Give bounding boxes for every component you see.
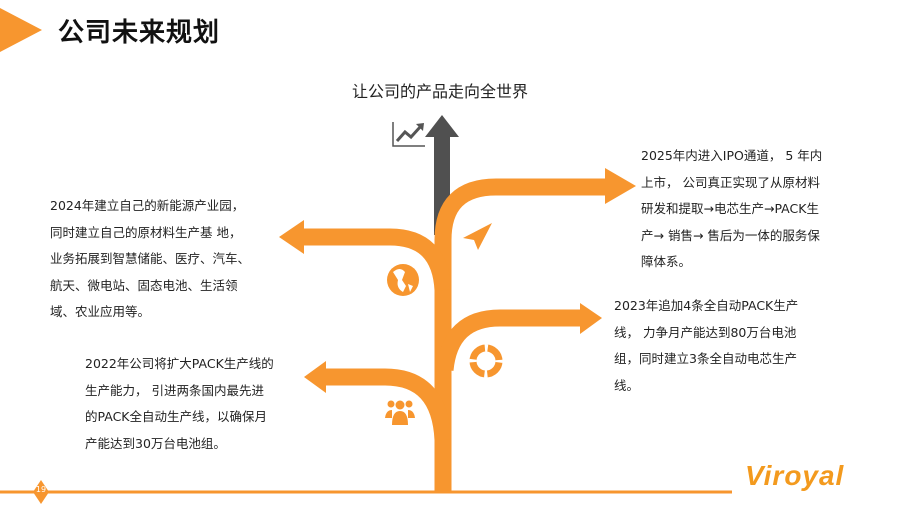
milestone-line: 障体系。	[641, 254, 692, 269]
people-icon	[385, 400, 415, 425]
globe-icon	[387, 264, 419, 296]
milestone-line: 线， 力争月产能达到80万台电池	[614, 324, 797, 340]
arrowheads	[279, 168, 636, 393]
branch-2024	[300, 228, 452, 291]
milestone-line: 航天、微电站、固态电池、生活领	[50, 277, 238, 293]
milestone-line: 产能达到30万台电池组。	[85, 435, 226, 451]
milestone-line: 域、农业应用等。	[50, 304, 151, 319]
milestone-2024: 2024年建立自己的新能源产业园， 同时建立自己的原材料生产基 地， 业务拓展到…	[50, 193, 250, 326]
paper-plane-icon	[463, 223, 492, 250]
company-logo: Viroyal	[745, 460, 845, 491]
milestone-line: 线。	[614, 377, 640, 393]
milestone-line: 2025年内进入IPO通道， 5 年内	[641, 148, 823, 163]
milestone-line: 2024年建立自己的新能源产业园，	[50, 198, 245, 213]
milestone-2023: 2023年追加4条全自动PACK生产 线， 力争月产能达到80万台电池 组，同时…	[614, 293, 798, 399]
page-number-badge	[33, 480, 49, 504]
milestone-line: 同时建立自己的原材料生产基 地，	[50, 224, 242, 240]
milestone-line: 产→ 销售→ 售后为一体的服务保	[641, 227, 820, 243]
title-triangle-marker	[0, 8, 42, 52]
branch-2025	[434, 178, 610, 300]
goal-heading: 让公司的产品走向全世界	[0, 78, 900, 102]
milestone-line: 2022年公司将扩大PACK生产线的	[85, 356, 274, 371]
milestone-line: 组，同时建立3条全自动电芯生产	[614, 351, 797, 366]
milestone-line: 的PACK全自动生产线，以确保月	[85, 409, 267, 424]
page-number: 19	[35, 485, 47, 494]
lifebuoy-icon	[469, 344, 503, 378]
milestone-line: 业务拓展到智慧储能、医疗、汽车、	[50, 251, 251, 266]
branch-2023	[436, 309, 584, 372]
page-title: 公司未来规划	[58, 18, 221, 48]
milestone-2025: 2025年内进入IPO通道， 5 年内 上市， 公司真正实现了从原材料 研发和提…	[641, 143, 822, 276]
goal-text: 让公司的产品走向全世界	[351, 82, 528, 101]
branches	[300, 178, 610, 492]
milestone-line: 2023年追加4条全自动PACK生产	[614, 298, 799, 313]
chart-icon	[392, 122, 425, 147]
milestone-line: 研发和提取→电芯生产→PACK生	[641, 201, 819, 216]
milestone-line: 上市， 公司真正实现了从原材料	[641, 174, 820, 190]
milestone-line: 生产能力， 引进两条国内最先进	[85, 382, 264, 398]
branch-2022	[322, 368, 452, 441]
milestone-2022: 2022年公司将扩大PACK生产线的 生产能力， 引进两条国内最先进 的PACK…	[85, 351, 274, 457]
